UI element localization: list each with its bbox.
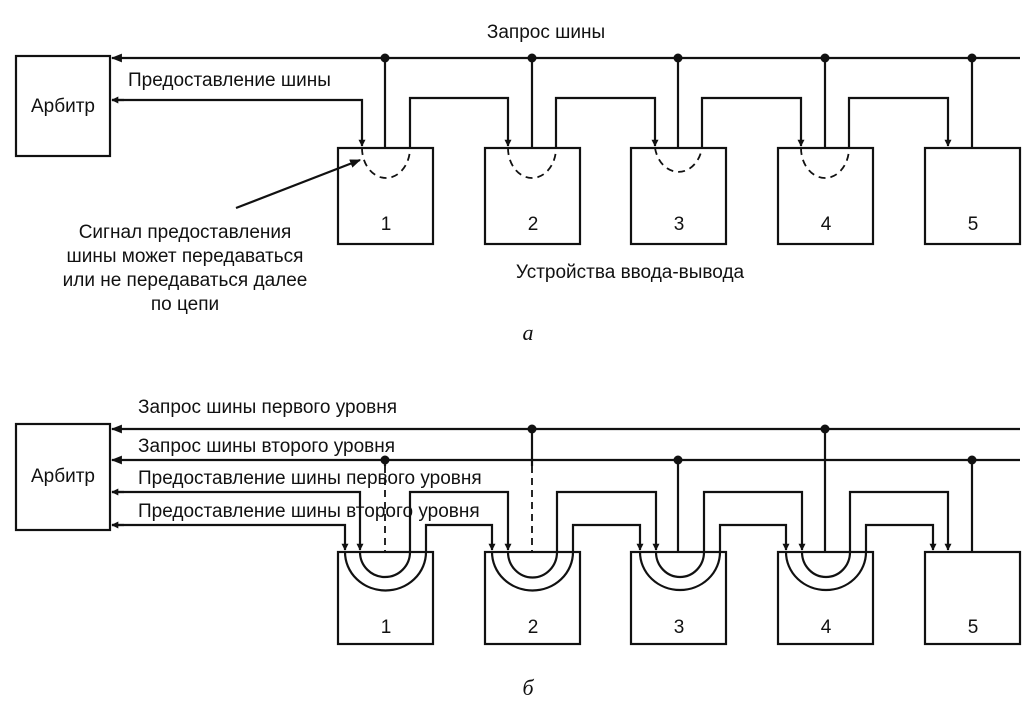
grant-note: Сигнал предоставления шины может передав… [63, 222, 308, 315]
device-number: 4 [821, 214, 832, 235]
arbiter-label-a: Арбитр [31, 96, 95, 117]
caption-b: б [522, 675, 534, 700]
request-taps-b [383, 429, 974, 552]
device-number: 3 [674, 617, 685, 638]
request-taps-a [383, 58, 974, 148]
device-number: 4 [821, 617, 832, 638]
device-number: 2 [528, 617, 539, 638]
device-box [483, 550, 582, 646]
device-box [629, 146, 728, 246]
device-box [776, 550, 875, 646]
devices-b: 1 2 3 4 5 [336, 550, 1022, 646]
arbiter-box-a [14, 54, 112, 158]
device-number: 2 [528, 214, 539, 235]
device-number: 1 [381, 617, 392, 638]
devices-a: 1 2 3 4 5 [336, 146, 1022, 246]
device-number: 5 [968, 617, 979, 638]
svg-text:или не передаваться далее: или не передаваться далее [63, 270, 308, 291]
device-box [923, 550, 1022, 646]
grant-level2-chain [111, 521, 937, 552]
device-number: 1 [381, 214, 392, 235]
grant-chain-a [111, 96, 952, 148]
device-number: 5 [968, 214, 979, 235]
grant-level2-label: Предоставление шины второго уровня [138, 501, 480, 522]
request-junctions-b [380, 424, 977, 465]
bus-grant-label: Предоставление шины [128, 70, 331, 91]
device-number: 3 [674, 214, 685, 235]
svg-text:по цепи: по цепи [151, 294, 219, 315]
caption-a: а [523, 320, 534, 345]
device-box [629, 550, 728, 646]
device-box [776, 146, 875, 246]
grant-level1-chain [111, 488, 952, 552]
device-box [923, 146, 1022, 246]
bus-request-label: Запрос шины [487, 22, 605, 43]
diagram-a: Арбитр Запрос шины Предоставление шины [14, 22, 1022, 345]
svg-text:шины может передаваться: шины может передаваться [67, 246, 304, 267]
svg-text:Сигнал предоставления: Сигнал предоставления [79, 222, 292, 243]
device-box [336, 550, 435, 646]
request-level1-label: Запрос шины первого уровня [138, 397, 397, 418]
arbiter-box-b [14, 422, 112, 532]
request-level2-label: Запрос шины второго уровня [138, 436, 395, 457]
devices-caption: Устройства ввода-вывода [516, 262, 745, 283]
note-arrow [235, 158, 362, 210]
diagram-b: Арбитр Запрос шины первого уровня Запрос… [14, 397, 1022, 700]
device-box [483, 146, 582, 246]
grant-level1-label: Предоставление шины первого уровня [138, 468, 482, 489]
arbiter-label-b: Арбитр [31, 466, 95, 487]
